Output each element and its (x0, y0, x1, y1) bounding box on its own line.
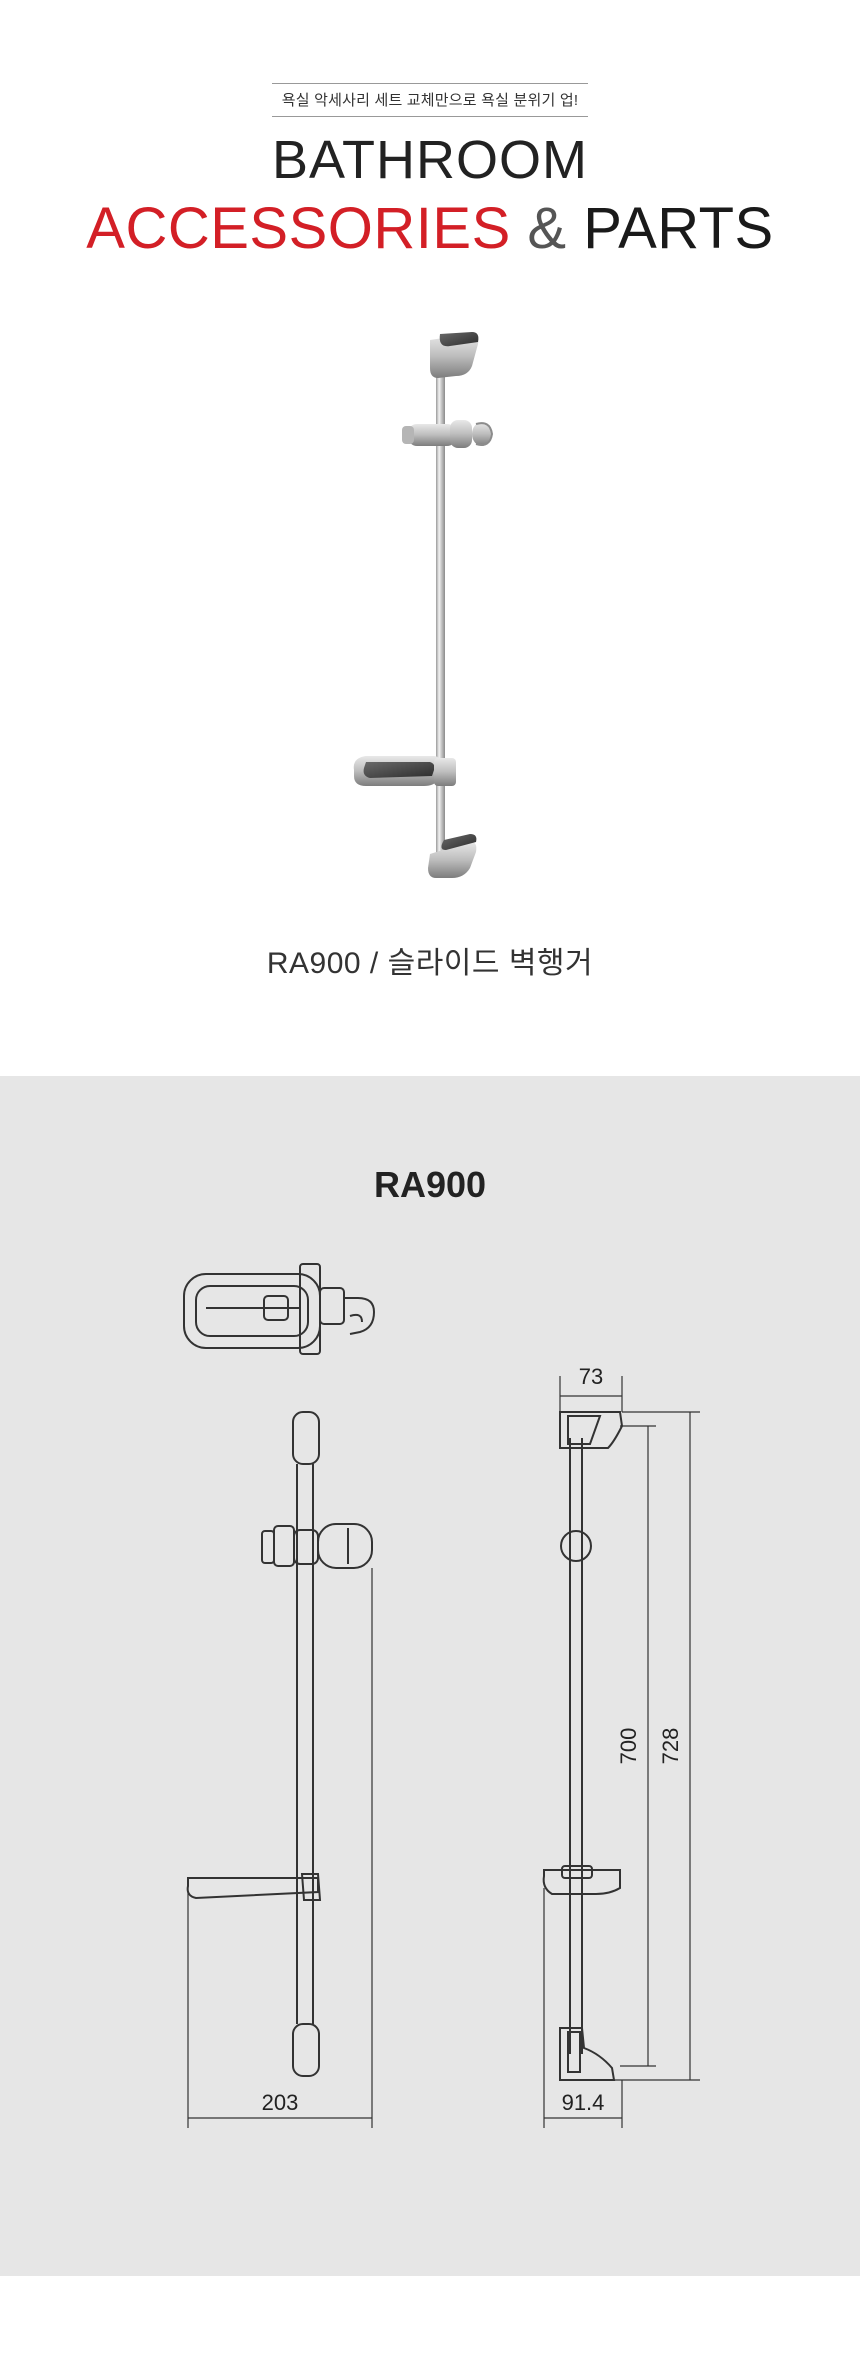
dim-728: 728 (658, 1728, 683, 1765)
dim-203: 203 (262, 2090, 299, 2115)
tagline-text: 욕실 악세사리 세트 교체만으로 욕실 분위기 업! (271, 83, 589, 117)
spec-section: RA900 (0, 1076, 860, 2276)
product-intro-section: 욕실 악세사리 세트 교체만으로 욕실 분위기 업! BATHROOM ACCE… (0, 0, 860, 1076)
dim-73: 73 (579, 1364, 603, 1389)
dimension-lines (187, 1376, 700, 2128)
top-bracket (430, 332, 479, 378)
title-accessories-parts: ACCESSORIES & PARTS (0, 196, 860, 262)
bottom-bracket (428, 834, 477, 878)
product-photo (353, 332, 494, 878)
title-bathroom: BATHROOM (272, 130, 588, 190)
dim-91-4: 91.4 (562, 2090, 605, 2115)
tagline: 욕실 악세사리 세트 교체만으로 욕실 분위기 업! (0, 83, 860, 117)
rail-pole (436, 340, 445, 860)
soap-dish (353, 756, 456, 786)
dimension-drawing: 73 700 728 203 91.4 (183, 1263, 700, 2128)
title-accessories: ACCESSORIES (86, 196, 511, 261)
side-view-drawing (542, 1411, 624, 2081)
model-name: RA900 (373, 1164, 487, 1205)
dim-700: 700 (616, 1728, 641, 1765)
title-parts: PARTS (583, 196, 774, 261)
title-ampersand: & (527, 196, 567, 261)
front-view-drawing (186, 1411, 373, 2077)
top-view-drawing (183, 1263, 376, 1355)
product-caption: RA900 / 슬라이드 벽행거 (266, 947, 594, 980)
sliding-holder (402, 420, 494, 448)
